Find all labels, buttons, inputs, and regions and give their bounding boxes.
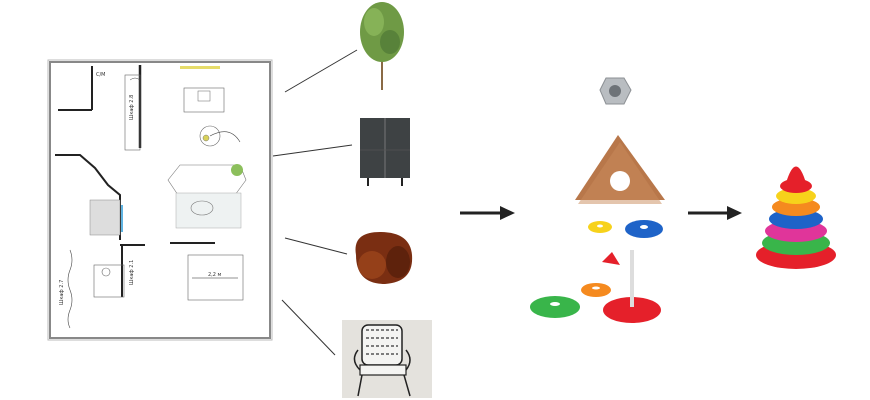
wardrobe-label: Шкаф 2.7 — [59, 280, 65, 305]
arrow-icon — [688, 206, 742, 220]
arrow-icon — [460, 206, 515, 220]
bed-width-label: 2,2 м — [208, 272, 222, 278]
rings-image — [530, 220, 663, 323]
armchair-image — [355, 232, 413, 284]
connector-lines — [272, 49, 358, 356]
tree-image — [360, 2, 404, 90]
wardrobe-label: Шкаф 2.1 — [129, 260, 135, 285]
wardrobe-label: Шкаф 2.8 — [129, 95, 135, 120]
triangle-block-image — [575, 135, 665, 204]
floor-plan — [47, 59, 273, 341]
chair-image — [342, 320, 432, 398]
ring-pyramid-image — [756, 166, 836, 269]
cabinet-image — [360, 118, 410, 186]
washer-label: С/М — [96, 72, 106, 78]
nut-image — [599, 77, 632, 105]
